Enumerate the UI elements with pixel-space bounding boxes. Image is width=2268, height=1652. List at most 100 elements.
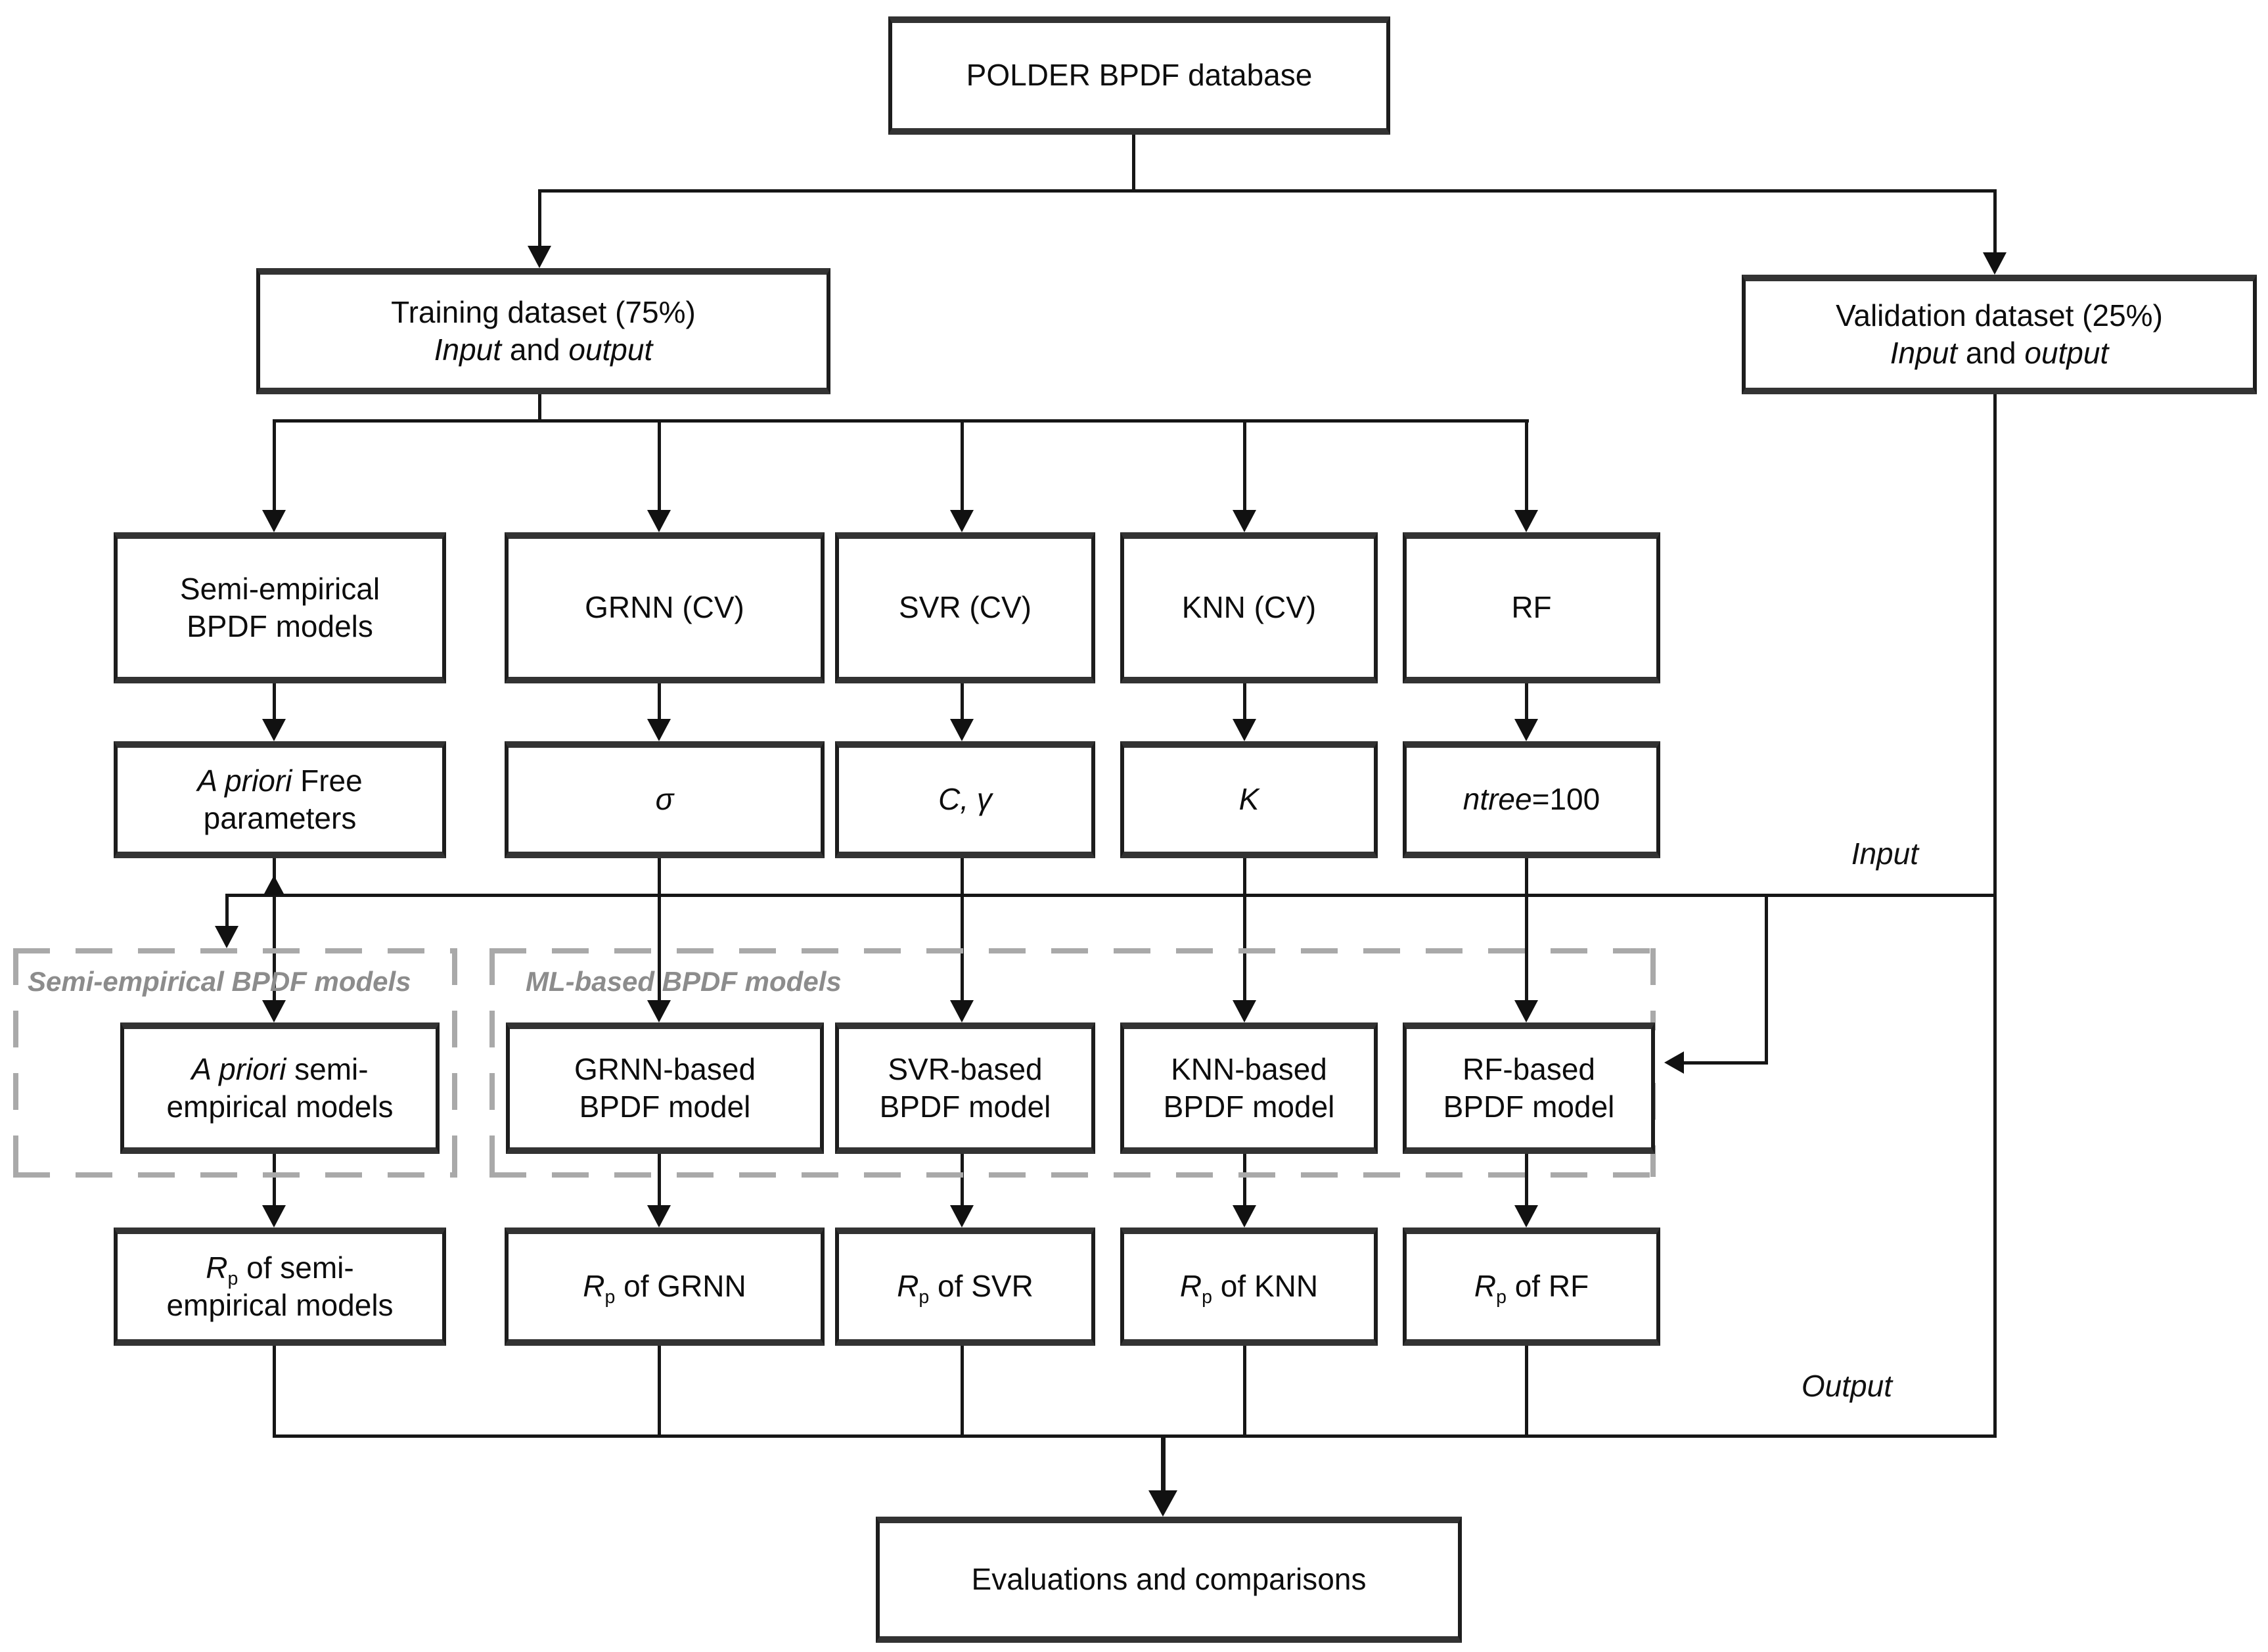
model-semi-line1: A priori semi- [191, 1051, 368, 1088]
result-rf-sub: p [1496, 1287, 1507, 1308]
node-param-svr: C, γ [835, 741, 1095, 858]
node-method-semi-empirical: Semi-empirical BPDF models [114, 532, 446, 683]
edge-grnn-to-param [658, 670, 661, 723]
arrowhead-model-knn [1233, 1000, 1256, 1022]
edge-output-bus [273, 1434, 1997, 1438]
node-result-rf: Rp of RF [1403, 1228, 1660, 1346]
result-svr-rest: of SVR [929, 1269, 1033, 1304]
arrowhead-drop-rf [1514, 510, 1538, 532]
arrowhead-drop-grnn [647, 510, 671, 532]
edge-validation-stem [1993, 381, 1997, 1438]
result-knn-sub: p [1202, 1287, 1213, 1308]
param-svr-c-gamma: C, γ [938, 782, 992, 817]
model-semi-apriori: A priori [191, 1051, 286, 1086]
param-semi-line1: A priori Free [197, 762, 362, 800]
training-and-word: and [501, 333, 569, 367]
result-knn-rest: of KNN [1212, 1269, 1319, 1304]
edge-top-split [538, 189, 1997, 193]
validation-input-word: Input [1890, 336, 1958, 370]
node-method-svr: SVR (CV) [835, 532, 1095, 683]
node-method-knn: KNN (CV) [1120, 532, 1378, 683]
node-result-svr: Rp of SVR [835, 1228, 1095, 1346]
training-output-word: output [568, 333, 653, 367]
arrowhead-rf-to-param [1514, 719, 1538, 741]
edge-param-to-model-semi [273, 844, 276, 1005]
result-semi-line1: Rp of semi- [206, 1249, 354, 1288]
model-grnn-line2: BPDF model [579, 1090, 751, 1124]
validation-line1: Validation dataset (25%) [1836, 298, 2163, 333]
edge-result-out-knn [1243, 1333, 1246, 1437]
training-line2: Input and output [434, 331, 653, 369]
node-polder-database: POLDER BPDF database [888, 16, 1390, 135]
param-semi-apriori: A priori [197, 763, 292, 798]
node-param-knn: K [1120, 741, 1378, 858]
edge-param-to-model-rf [1525, 844, 1528, 1005]
edge-semi-to-param [273, 670, 276, 723]
edge-input-bus [225, 894, 1997, 897]
arrowhead-svr-to-param [950, 719, 974, 741]
model-knn-line1: KNN-based [1171, 1051, 1327, 1086]
training-input-word: Input [434, 333, 502, 367]
edge-result-out-semi [273, 1333, 276, 1437]
edge-knn-to-param [1243, 670, 1246, 723]
training-line1: Training dataset (75%) [391, 294, 696, 329]
result-rf-label: Rp of RF [1474, 1268, 1589, 1308]
arrowhead-result-semi [262, 1205, 286, 1228]
result-semi-r: R [206, 1250, 228, 1285]
group-ml-border-bottom [489, 1172, 1656, 1178]
arrowhead-to-evaluation [1148, 1490, 1177, 1517]
node-result-knn: Rp of KNN [1120, 1228, 1378, 1346]
result-semi-rest: of semi- [238, 1250, 354, 1285]
group-ml-border-right-upper [1650, 948, 1656, 1030]
group-label-ml-based: ML-based BPDF models [526, 966, 842, 997]
model-semi-line2: empirical models [166, 1090, 394, 1124]
edge-input-right-horizontal [1682, 1061, 1766, 1065]
edge-result-out-rf [1525, 1333, 1528, 1437]
validation-line2: Input and output [1890, 334, 2109, 372]
edge-drop-semi [273, 419, 276, 513]
model-svr-line1: SVR-based [888, 1051, 1043, 1086]
method-svr-label: SVR (CV) [899, 590, 1032, 625]
validation-and-word: and [1957, 336, 2025, 370]
method-semi-line2: BPDF models [187, 609, 373, 643]
model-semi-rest: semi- [286, 1051, 369, 1086]
group-semi-border-top [13, 948, 457, 953]
edge-polder-stem [1132, 122, 1135, 192]
method-grnn-label: GRNN (CV) [585, 590, 744, 625]
group-label-semi-empirical: Semi-empirical BPDF models [28, 966, 411, 997]
arrowhead-result-svr [950, 1205, 974, 1228]
arrowhead-grnn-to-param [647, 719, 671, 741]
result-semi-line2: empirical models [166, 1288, 394, 1322]
edge-training-stem [538, 381, 541, 423]
model-knn-line2: BPDF model [1163, 1090, 1335, 1124]
param-grnn-sigma: σ [655, 782, 674, 817]
arrowhead-to-training [528, 246, 551, 268]
group-semi-border-left [13, 948, 18, 1177]
edge-input-right-drop [1765, 894, 1768, 1065]
arrowhead-knn-to-param [1233, 719, 1256, 741]
edge-drop-rf [1525, 419, 1528, 513]
node-method-grnn: GRNN (CV) [505, 532, 825, 683]
result-rf-r: R [1474, 1269, 1497, 1304]
node-result-grnn: Rp of GRNN [505, 1228, 825, 1346]
input-label: Input [1851, 837, 1918, 871]
node-result-semi: Rp of semi- empirical models [114, 1228, 446, 1346]
param-semi-line2: parameters [203, 801, 357, 835]
node-validation-dataset: Validation dataset (25%) Input and outpu… [1742, 275, 2257, 394]
group-semi-border-right [452, 948, 457, 1177]
edge-to-validation [1993, 191, 1997, 260]
edge-input-branch-left [225, 894, 229, 930]
param-semi-free: Free [292, 763, 363, 798]
model-rf-line1: RF-based [1463, 1051, 1595, 1086]
node-model-semi: A priori semi- empirical models [120, 1022, 440, 1154]
result-grnn-sub: p [604, 1287, 616, 1308]
method-knn-label: KNN (CV) [1181, 590, 1317, 625]
arrowhead-input-branch-left [215, 926, 238, 948]
result-rf-rest: of RF [1506, 1269, 1589, 1304]
edge-to-evaluation [1161, 1436, 1166, 1495]
edge-distribution [273, 419, 1529, 423]
node-model-grnn: GRNN-based BPDF model [506, 1022, 824, 1154]
node-param-grnn: σ [505, 741, 825, 858]
arrowhead-result-rf [1514, 1205, 1538, 1228]
